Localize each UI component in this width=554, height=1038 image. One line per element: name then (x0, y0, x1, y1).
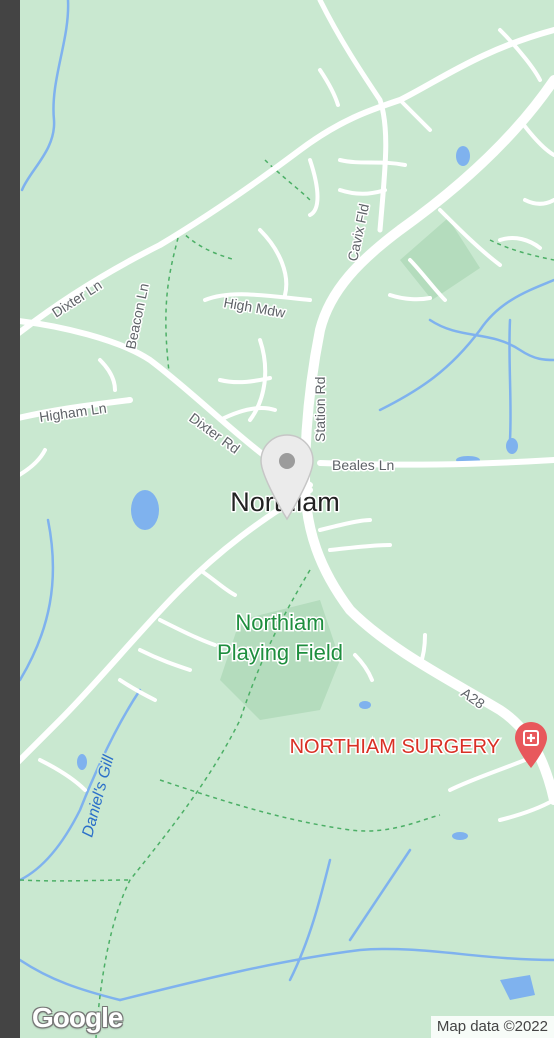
footpaths (20, 159, 554, 1038)
park-areas (220, 218, 480, 720)
park-label-line1: Northiam (235, 610, 324, 635)
waterways (20, 0, 554, 1002)
google-logo[interactable]: Google (32, 1002, 123, 1033)
map-pin-icon[interactable] (260, 434, 314, 521)
poi-label-northiam-surgery[interactable]: NORTHIAM SURGERY (288, 735, 501, 760)
hospital-icon[interactable] (515, 722, 547, 768)
map-canvas[interactable]: Dixter Ln Beacon Ln High Mdw Cavix Fld S… (20, 0, 554, 1038)
ponds (77, 146, 535, 1000)
left-sidebar-strip (0, 0, 20, 1038)
map-attribution[interactable]: Map data ©2022 (430, 1016, 554, 1038)
road-label-station-rd: Station Rd (312, 377, 328, 442)
park-label-line2: Playing Field (217, 640, 343, 665)
road-label-beales-ln: Beales Ln (332, 457, 394, 473)
